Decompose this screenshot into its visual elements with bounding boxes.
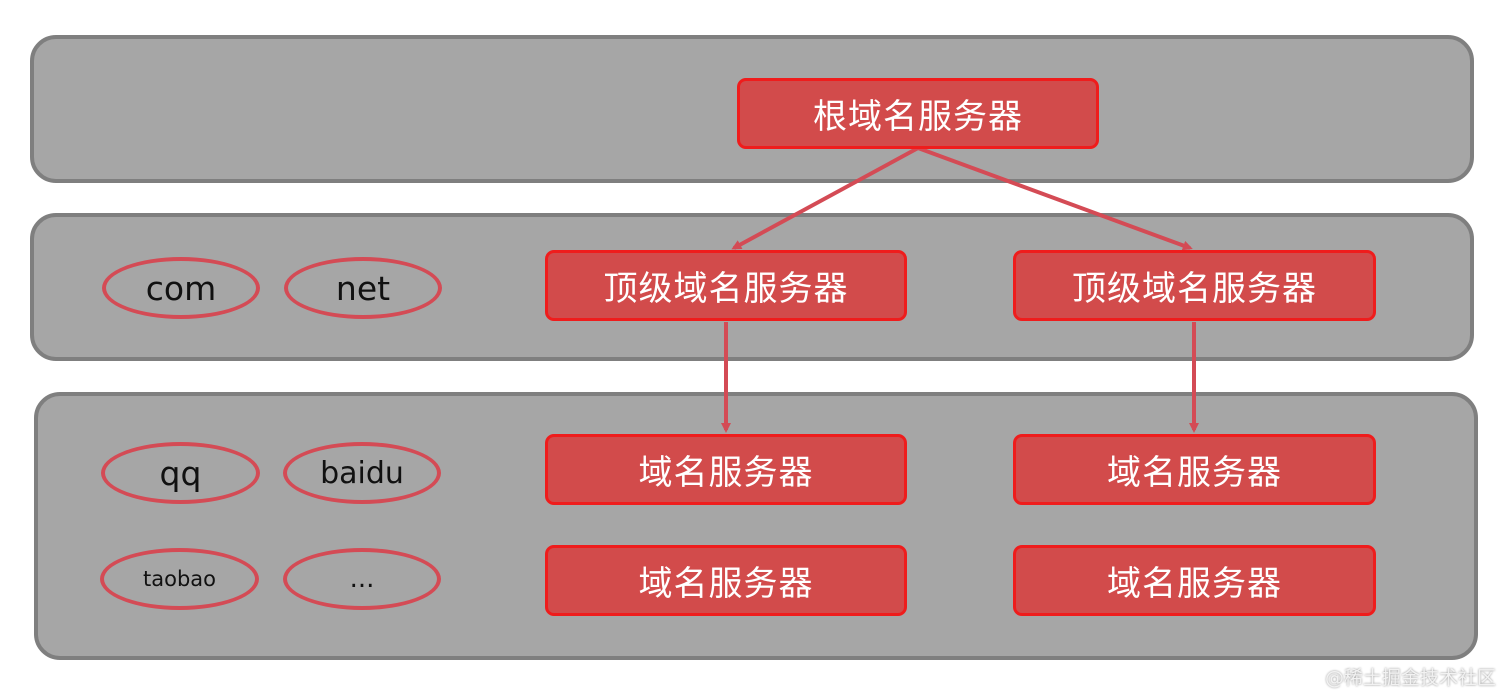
arrow-root-to-tld-1 [731, 146, 919, 250]
tld-tag-net: net [284, 257, 442, 319]
tld-server-box-2: 顶级域名服务器 [1013, 250, 1376, 321]
domain-tag-taobao: taobao [100, 548, 259, 610]
tld-tag-com: com [102, 257, 260, 319]
domain-server-box-1: 域名服务器 [545, 434, 907, 505]
domain-server-box-3: 域名服务器 [545, 545, 907, 616]
watermark-text: @稀土掘金技术社区 [1324, 667, 1496, 689]
domain-tag-baidu: baidu [283, 442, 441, 504]
tld-server-box-1: 顶级域名服务器 [545, 250, 907, 321]
domain-server-box-2: 域名服务器 [1013, 434, 1376, 505]
root-server-box: 根域名服务器 [737, 78, 1099, 149]
arrow-root-to-tld-2 [917, 146, 1193, 251]
domain-tag-ellipsis: ... [283, 548, 441, 610]
domain-tag-qq: qq [101, 442, 260, 504]
domain-server-box-4: 域名服务器 [1013, 545, 1376, 616]
